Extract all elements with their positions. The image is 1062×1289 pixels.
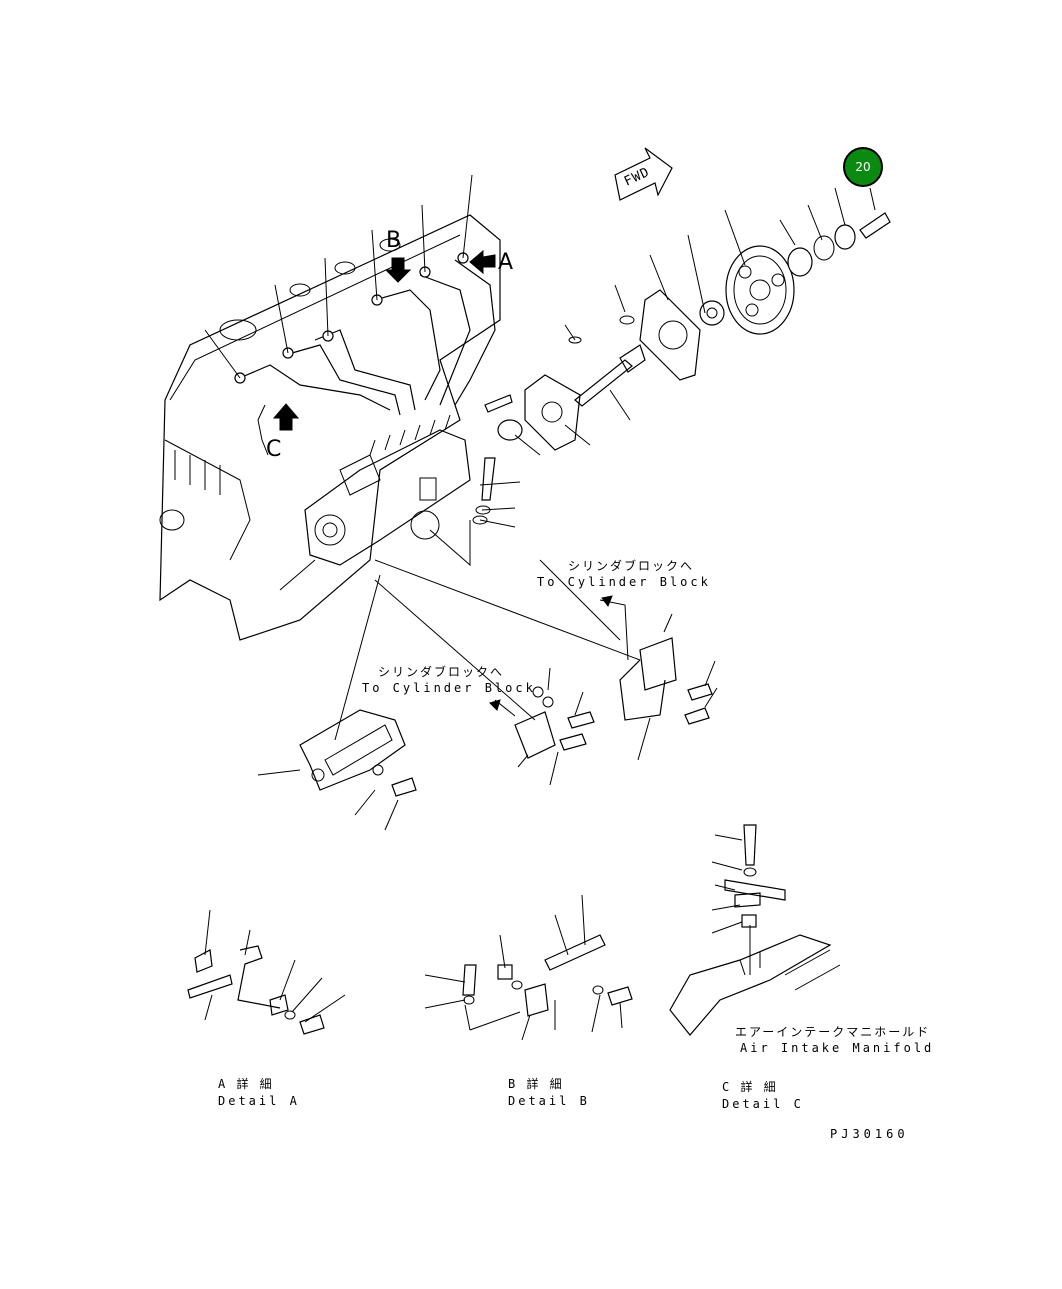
injection-pump <box>304 414 471 566</box>
item-number: 20 <box>855 160 871 174</box>
detail-b-en: Detail B <box>508 1094 590 1108</box>
detail-c-en: Detail C <box>722 1097 804 1111</box>
middle-bracket <box>374 579 595 786</box>
mounting-plate <box>484 374 591 456</box>
pump-bracket-bolt <box>472 457 496 525</box>
leader-lines <box>204 174 521 591</box>
drive-gear-assembly <box>564 187 891 421</box>
to-cylinder-block-2-jp: シリンダブロックへ <box>378 665 505 679</box>
detail-a-en: Detail A <box>218 1094 300 1108</box>
marker-c: C <box>266 437 282 462</box>
detail-c-drawing <box>669 824 841 1036</box>
lube-pipe <box>374 559 718 761</box>
to-cylinder-block-2-en: To Cylinder Block <box>362 681 536 695</box>
injection-pipes <box>234 252 496 416</box>
engine-block <box>159 214 501 641</box>
air-intake-manifold-en: Air Intake Manifold <box>740 1041 935 1055</box>
view-arrows <box>257 249 613 711</box>
marker-b: B <box>386 228 402 253</box>
pump-support-bracket <box>257 574 417 831</box>
item-number-badge[interactable]: 20 <box>843 147 883 187</box>
drawing-number: PJ30160 <box>830 1127 909 1141</box>
air-intake-manifold-jp: エアーインテークマニホールド <box>735 1025 931 1039</box>
detail-a-jp: A 詳 細 <box>218 1077 274 1091</box>
to-cylinder-block-1-en: To Cylinder Block <box>537 575 711 589</box>
to-cylinder-block-1-jp: シリンダブロックへ <box>568 559 695 573</box>
detail-c-jp: C 詳 細 <box>722 1080 778 1094</box>
detail-b-jp: B 詳 細 <box>508 1077 564 1091</box>
detail-b-drawing <box>424 894 633 1041</box>
fwd-arrow <box>614 147 673 201</box>
marker-a: A <box>498 250 514 275</box>
detail-a-drawing <box>187 909 346 1035</box>
